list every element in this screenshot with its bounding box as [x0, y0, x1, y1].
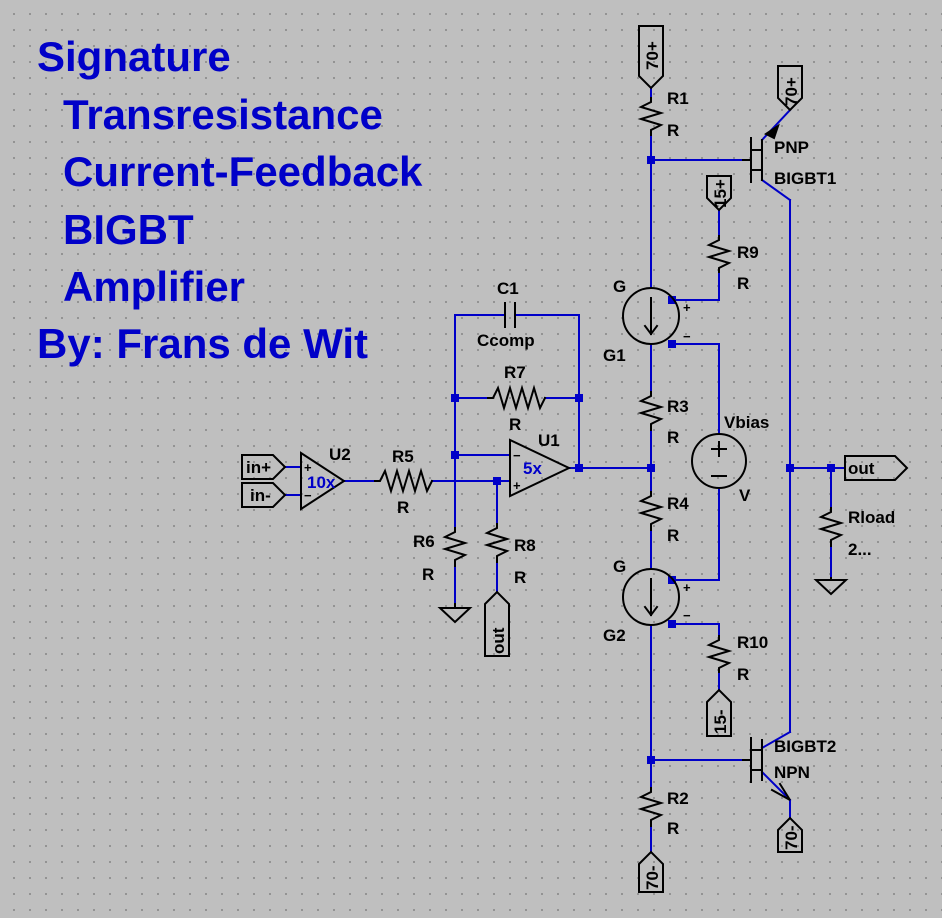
- ground-r6: [437, 603, 473, 624]
- c1-value: Ccomp: [477, 331, 535, 350]
- r2-resistor: [637, 787, 665, 827]
- r8-value: R: [514, 568, 526, 587]
- ground-rload: [813, 577, 849, 596]
- flag-out-bottom-label: out: [489, 627, 508, 654]
- r9-name: R9: [737, 243, 759, 262]
- flag-15p-label: 15+: [711, 179, 730, 208]
- flag-70p-right-label: 70+: [782, 77, 801, 106]
- g1-name: G1: [603, 346, 626, 365]
- flag-in-minus-label: in-: [250, 486, 271, 505]
- r6-resistor: [441, 527, 469, 567]
- vbias-source: [691, 433, 747, 489]
- r3-resistor: [637, 391, 665, 431]
- u1-amplifier: [509, 438, 572, 498]
- flag-70n-right-label: 70-: [782, 825, 801, 850]
- title-line-6: By: Frans de Wit: [37, 320, 368, 367]
- flag-in-plus-label: in+: [246, 458, 271, 477]
- r5-name: R5: [392, 447, 414, 466]
- g2-plus-mark: +: [683, 580, 691, 595]
- u2-minus-mark: −: [304, 488, 312, 503]
- c1-name: C1: [497, 279, 519, 298]
- vbias-name: Vbias: [724, 413, 769, 432]
- rload-resistor: [817, 507, 845, 547]
- flag-70n-right: [777, 816, 803, 853]
- bigbt2-name: BIGBT2: [774, 737, 836, 756]
- title-line-4: BIGBT: [63, 206, 194, 253]
- r4-resistor: [637, 491, 665, 531]
- r5-value: R: [397, 498, 409, 517]
- bigbt1-transistor: [742, 123, 780, 183]
- r2-value: R: [667, 819, 679, 838]
- vbias-value: V: [739, 486, 751, 505]
- title-line-1: Signature: [37, 33, 231, 80]
- u1-gain: 5x: [523, 459, 542, 478]
- title-line-2: Transresistance: [63, 91, 383, 138]
- flag-70n-bottom: [638, 850, 664, 893]
- g2-value: G: [613, 557, 626, 576]
- bigbt2-transistor: [742, 737, 791, 801]
- flag-15p: [706, 175, 732, 212]
- r9-value: R: [737, 274, 749, 293]
- g1-current-source: [622, 287, 680, 345]
- r7-name: R7: [504, 363, 526, 382]
- flag-out-bottom: [484, 590, 510, 657]
- r10-value: R: [737, 665, 749, 684]
- title-line-3: Current-Feedback: [63, 148, 423, 195]
- r1-name: R1: [667, 89, 689, 108]
- g2-minus-mark: −: [683, 608, 691, 623]
- g1-value: G: [613, 277, 626, 296]
- flag-out-right-label: out: [848, 459, 875, 478]
- u1-plus-mark: +: [513, 478, 521, 493]
- bigbt1-name: BIGBT1: [774, 169, 836, 188]
- g2-name: G2: [603, 626, 626, 645]
- r3-name: R3: [667, 397, 689, 416]
- flag-15n-label: 15-: [711, 709, 730, 734]
- u1-minus-mark: −: [513, 448, 521, 463]
- u2-gain: 10x: [307, 473, 336, 492]
- flag-15n: [706, 688, 732, 737]
- title-line-5: Amplifier: [63, 263, 246, 310]
- flag-out-right: [844, 455, 909, 481]
- r9-resistor: [705, 235, 733, 273]
- flag-70n-bottom-label: 70-: [643, 865, 662, 890]
- r1-value: R: [667, 121, 679, 140]
- r7-resistor: [487, 384, 547, 412]
- g1-plus-mark: +: [683, 300, 691, 315]
- rload-value: 2...: [848, 540, 872, 559]
- flag-70p-top: [638, 25, 664, 90]
- flag-70p-top-label: 70+: [643, 41, 662, 70]
- bigbt1-type: PNP: [774, 138, 809, 157]
- flag-in-plus: [241, 454, 287, 480]
- r4-value: R: [667, 526, 679, 545]
- rload-name: Rload: [848, 508, 895, 527]
- r1-resistor: [637, 97, 665, 136]
- flag-in-minus: [241, 482, 287, 508]
- u2-plus-mark: +: [304, 460, 312, 475]
- r4-name: R4: [667, 494, 689, 513]
- r7-value: R: [509, 415, 521, 434]
- g2-current-source: [622, 568, 680, 626]
- u1-name: U1: [538, 431, 560, 450]
- r10-name: R10: [737, 633, 768, 652]
- r8-resistor: [483, 523, 511, 563]
- u2-amplifier: [300, 451, 346, 511]
- r6-value: R: [422, 565, 434, 584]
- r10-resistor: [705, 635, 733, 673]
- r8-name: R8: [514, 536, 536, 555]
- r6-name: R6: [413, 532, 435, 551]
- c1-capacitor: [504, 302, 516, 328]
- u2-name: U2: [329, 445, 351, 464]
- flag-70p-right: [777, 65, 803, 112]
- r2-name: R2: [667, 789, 689, 808]
- g1-minus-mark: −: [683, 329, 691, 344]
- junction-dots: [451, 156, 835, 764]
- r5-resistor: [374, 467, 434, 495]
- bigbt2-type: NPN: [774, 763, 810, 782]
- r3-value: R: [667, 428, 679, 447]
